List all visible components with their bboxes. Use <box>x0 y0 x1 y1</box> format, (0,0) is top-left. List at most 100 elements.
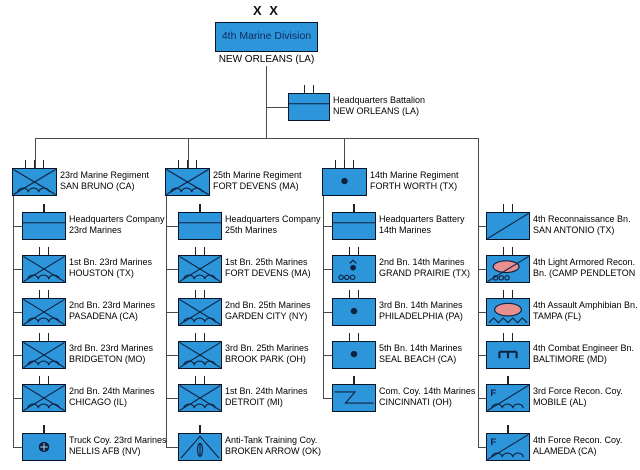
unit-2nd-bn-24th-marines <box>22 375 66 412</box>
unit-4th-reconnaissance-bn <box>486 203 530 240</box>
unit-label-line: 23rd Marines <box>69 225 122 235</box>
infantry-amphibious-icon <box>178 255 222 283</box>
division-box: 4th Marine Division <box>215 22 318 52</box>
unit-label-line: PHILADELPHIA (PA) <box>379 311 463 321</box>
force-recon-icon: F <box>486 433 530 461</box>
connector-line <box>322 398 333 399</box>
unit-com-coy-14th-marines <box>332 375 376 412</box>
unit-label-line: Headquarters Battery <box>379 213 465 224</box>
unit-label-line: DETROIT (MI) <box>225 397 283 407</box>
echelon-tick <box>194 376 197 384</box>
unit-truck-coy-23rd-marines <box>22 424 66 461</box>
unit-label-line: 4th Light Armored Recon. <box>533 256 636 267</box>
unit-label-line: 5th Bn. 14th Marines <box>379 342 463 353</box>
unit-label-line: Headquarters Company <box>69 213 165 224</box>
unit-label-line: 4th Combat Engineer Bn. <box>533 342 635 353</box>
connector-line <box>478 447 487 448</box>
echelon-tick <box>203 290 206 298</box>
echelon-tick <box>42 160 45 168</box>
echelon-tick <box>348 247 351 255</box>
connector-line <box>478 398 487 399</box>
connector-line <box>12 355 23 356</box>
echelon-tick <box>334 160 337 168</box>
echelon-tick <box>507 376 509 384</box>
connector-line <box>12 398 23 399</box>
unit-label-line: Headquarters Company <box>225 213 321 224</box>
echelon-tick <box>199 204 201 212</box>
unit-label-line: 14th Marine Regiment <box>370 169 459 180</box>
unit-label-line: 4th Reconnaissance Bn. <box>533 213 631 224</box>
unit-label-line: SAN ANTONIO (TX) <box>533 225 615 235</box>
echelon-tick <box>195 160 198 168</box>
echelon-tick <box>343 160 346 168</box>
force-recon-icon: F <box>486 384 530 412</box>
echelon-tick <box>511 204 514 212</box>
unit-label-line: 25th Marine Regiment <box>213 169 302 180</box>
unit-label-line: CHICAGO (IL) <box>69 397 128 407</box>
unit-label-line: 2nd Bn. 14th Marines <box>379 256 465 267</box>
unit-label-line: PASADENA (CA) <box>69 311 138 321</box>
connector-line <box>322 226 333 227</box>
unit-label-line: MOBILE (AL) <box>533 397 587 407</box>
unit-label-anti-tank-training-coy: Anti-Tank Training Coy.BROKEN ARROW (OK) <box>225 435 321 458</box>
unit-label-line: GARDEN CITY (NY) <box>225 311 308 321</box>
svg-text:F: F <box>490 436 496 447</box>
connector-line <box>165 398 179 399</box>
unit-headquarters-battalion <box>288 84 330 121</box>
unit-label-3rd-force-recon-coy: 3rd Force Recon. Coy.MOBILE (AL) <box>533 386 623 409</box>
connector-line <box>34 138 479 139</box>
unit-3rd-bn-14th-marines <box>332 289 376 326</box>
artillery-icon <box>332 298 376 326</box>
artillery-towed-icon <box>332 255 376 283</box>
division-location: NEW ORLEANS (LA) <box>218 54 315 65</box>
division-name: 4th Marine Division <box>221 30 312 42</box>
echelon-tick <box>194 333 197 341</box>
unit-2nd-bn-14th-marines <box>332 246 376 283</box>
echelon-tick <box>357 247 360 255</box>
unit-label-line: 4th Assault Amphibian Bn. <box>533 299 638 310</box>
unit-headquarters-company <box>178 203 222 240</box>
connector-line <box>266 66 267 138</box>
unit-label-line: Headquarters Battalion <box>333 94 426 105</box>
unit-label-line: 3rd Bn. 23rd Marines <box>69 342 154 353</box>
echelon-tick <box>502 290 505 298</box>
unit-label-line: 1st Bn. 23rd Marines <box>69 256 153 267</box>
artillery-icon <box>322 168 367 196</box>
echelon-tick <box>194 247 197 255</box>
connector-line <box>344 138 345 169</box>
unit-label-line: 14th Marines <box>379 225 432 235</box>
echelon-tick <box>502 247 505 255</box>
anti-tank-icon <box>178 433 222 461</box>
echelon-tick <box>352 160 355 168</box>
assault-amphibian-icon <box>486 298 530 326</box>
echelon-tick <box>24 160 27 168</box>
unit-1st-bn-24th-marines <box>178 375 222 412</box>
echelon-tick <box>502 333 505 341</box>
svg-text:F: F <box>490 387 496 398</box>
unit-4th-combat-engineer-bn <box>486 332 530 369</box>
reconnaissance-icon <box>486 212 530 240</box>
headquarters-icon <box>288 93 330 121</box>
engineer-icon <box>486 341 530 369</box>
echelon-tick <box>203 333 206 341</box>
connector-line <box>165 226 179 227</box>
echelon-tick <box>357 333 360 341</box>
unit-3rd-bn-25th-marines <box>178 332 222 369</box>
echelon-tick <box>312 85 315 93</box>
infantry-amphibious-icon <box>165 168 210 196</box>
unit-label-line: 2nd Bn. 25th Marines <box>225 299 311 310</box>
truck-icon <box>22 433 66 461</box>
connector-line <box>165 195 167 448</box>
unit-label-line: BROOK PARK (OH) <box>225 354 306 364</box>
echelon-tick <box>357 290 360 298</box>
